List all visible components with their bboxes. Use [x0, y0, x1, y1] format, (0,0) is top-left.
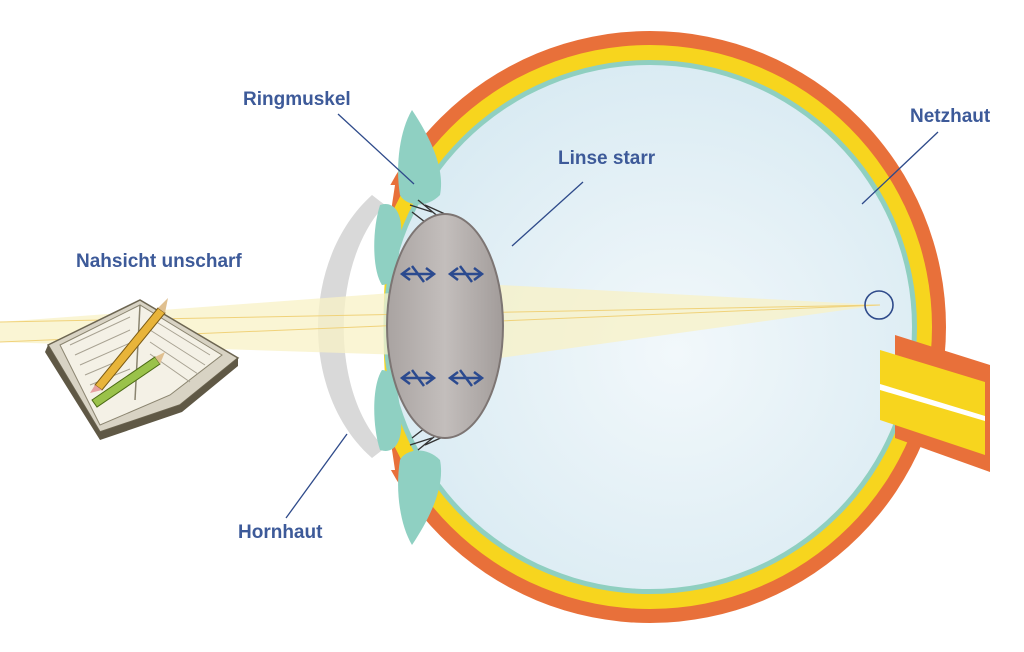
label-netzhaut: Netzhaut — [910, 106, 991, 127]
arrow-lower-left — [399, 369, 437, 387]
leader-ringmuskel — [337, 113, 415, 185]
ciliary-muscle — [374, 110, 442, 545]
arrow-upper-left — [399, 265, 437, 283]
label-ringmuskel: Ringmuskel — [243, 89, 351, 110]
arrow-lower-right — [447, 369, 485, 387]
optic-nerve — [880, 335, 990, 472]
label-nahsicht: Nahsicht unscharf — [76, 251, 242, 272]
arrow-upper-right — [447, 265, 485, 283]
label-linse: Linse starr — [558, 148, 656, 169]
leader-linse — [511, 181, 584, 247]
focus-point-marker — [864, 290, 894, 320]
leader-netzhaut — [861, 131, 939, 205]
leader-lines — [285, 113, 939, 519]
zonule-fibers — [409, 199, 446, 451]
tension-arrows — [399, 265, 485, 387]
label-hornhaut: Hornhaut — [238, 522, 323, 543]
leader-hornhaut — [285, 433, 348, 519]
pencil-icon — [90, 298, 168, 408]
lens — [386, 213, 504, 439]
cornea — [318, 195, 385, 458]
